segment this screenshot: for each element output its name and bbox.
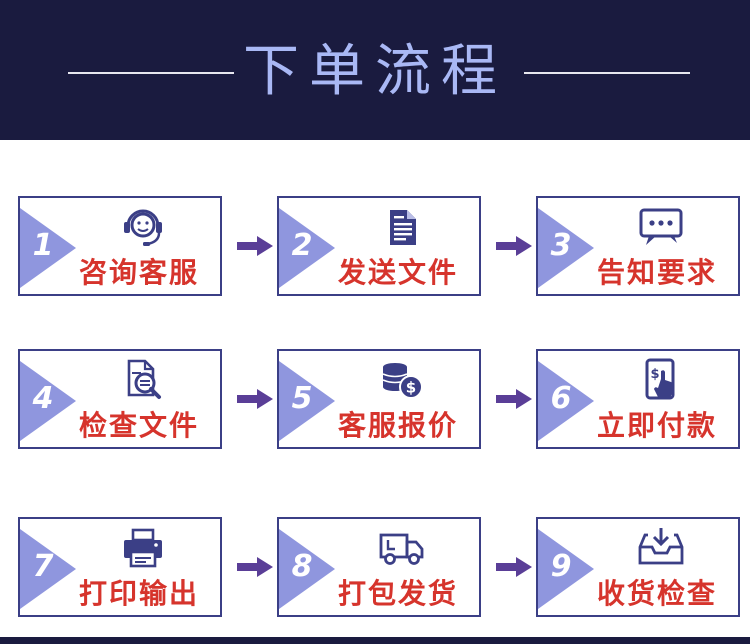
- step-label: 打包发货: [337, 577, 458, 610]
- document-icon: [377, 204, 427, 250]
- step-label: 收货检查: [596, 577, 717, 610]
- step-marker-triangle: [20, 361, 76, 441]
- step-label: 发送文件: [337, 256, 458, 289]
- delivery-truck-icon: [377, 525, 427, 571]
- step-card-4: 4 检查文件: [18, 349, 222, 449]
- svg-text:$: $: [406, 379, 416, 397]
- printer-icon: [118, 525, 168, 571]
- step-label: 告知要求: [596, 256, 717, 289]
- step-card-2: 2 发送文件: [277, 196, 481, 296]
- step-number: 7: [32, 549, 54, 584]
- page-title: 下单流程: [243, 39, 507, 104]
- chat-bubble-icon: [636, 204, 686, 250]
- step-number: 3: [550, 228, 572, 263]
- title-divider-right: [524, 72, 690, 74]
- step-card-1: 1 咨询客服: [18, 196, 222, 296]
- step-marker-triangle: [279, 208, 335, 288]
- mobile-payment-icon: $: [636, 357, 686, 403]
- step-card-8: 8 打包发货: [277, 517, 481, 617]
- step-card-6: 6 $ 立即付款: [536, 349, 740, 449]
- step-marker-triangle: [20, 208, 76, 288]
- step-card-5: 5 $ 客服报价: [277, 349, 481, 449]
- step-number: 1: [32, 228, 54, 263]
- footer-bar: [0, 637, 750, 644]
- document-search-icon: [118, 357, 168, 403]
- flow-arrow-right-icon: [237, 236, 273, 256]
- step-label: 立即付款: [596, 409, 717, 442]
- step-label: 检查文件: [78, 409, 199, 442]
- step-number: 4: [32, 381, 54, 416]
- flow-arrow-right-icon: [496, 389, 532, 409]
- step-marker-triangle: [279, 361, 335, 441]
- step-marker-triangle: [538, 208, 594, 288]
- step-label: 咨询客服: [78, 256, 199, 289]
- step-label: 打印输出: [78, 577, 199, 610]
- step-number: 5: [291, 381, 313, 416]
- flow-arrow-right-icon: [496, 557, 532, 577]
- step-card-3: 3 告知要求: [536, 196, 740, 296]
- coins-dollar-icon: $: [377, 357, 427, 403]
- step-number: 2: [291, 228, 313, 263]
- step-card-7: 7 打印输出: [18, 517, 222, 617]
- step-marker-triangle: [538, 361, 594, 441]
- flow-arrow-right-icon: [496, 236, 532, 256]
- step-number: 6: [550, 381, 572, 416]
- step-marker-triangle: [20, 529, 76, 609]
- flow-arrow-right-icon: [237, 557, 273, 577]
- step-number: 8: [291, 549, 313, 584]
- header-banner: 下单流程: [0, 0, 750, 140]
- svg-text:$: $: [650, 367, 659, 382]
- step-marker-triangle: [279, 529, 335, 609]
- step-label: 客服报价: [337, 409, 458, 442]
- inbox-tray-icon: [636, 525, 686, 571]
- step-number: 9: [550, 549, 572, 584]
- title-divider-left: [68, 72, 234, 74]
- step-marker-triangle: [538, 529, 594, 609]
- step-card-9: 9 收货检查: [536, 517, 740, 617]
- headset-icon: [118, 204, 168, 250]
- flow-arrow-right-icon: [237, 389, 273, 409]
